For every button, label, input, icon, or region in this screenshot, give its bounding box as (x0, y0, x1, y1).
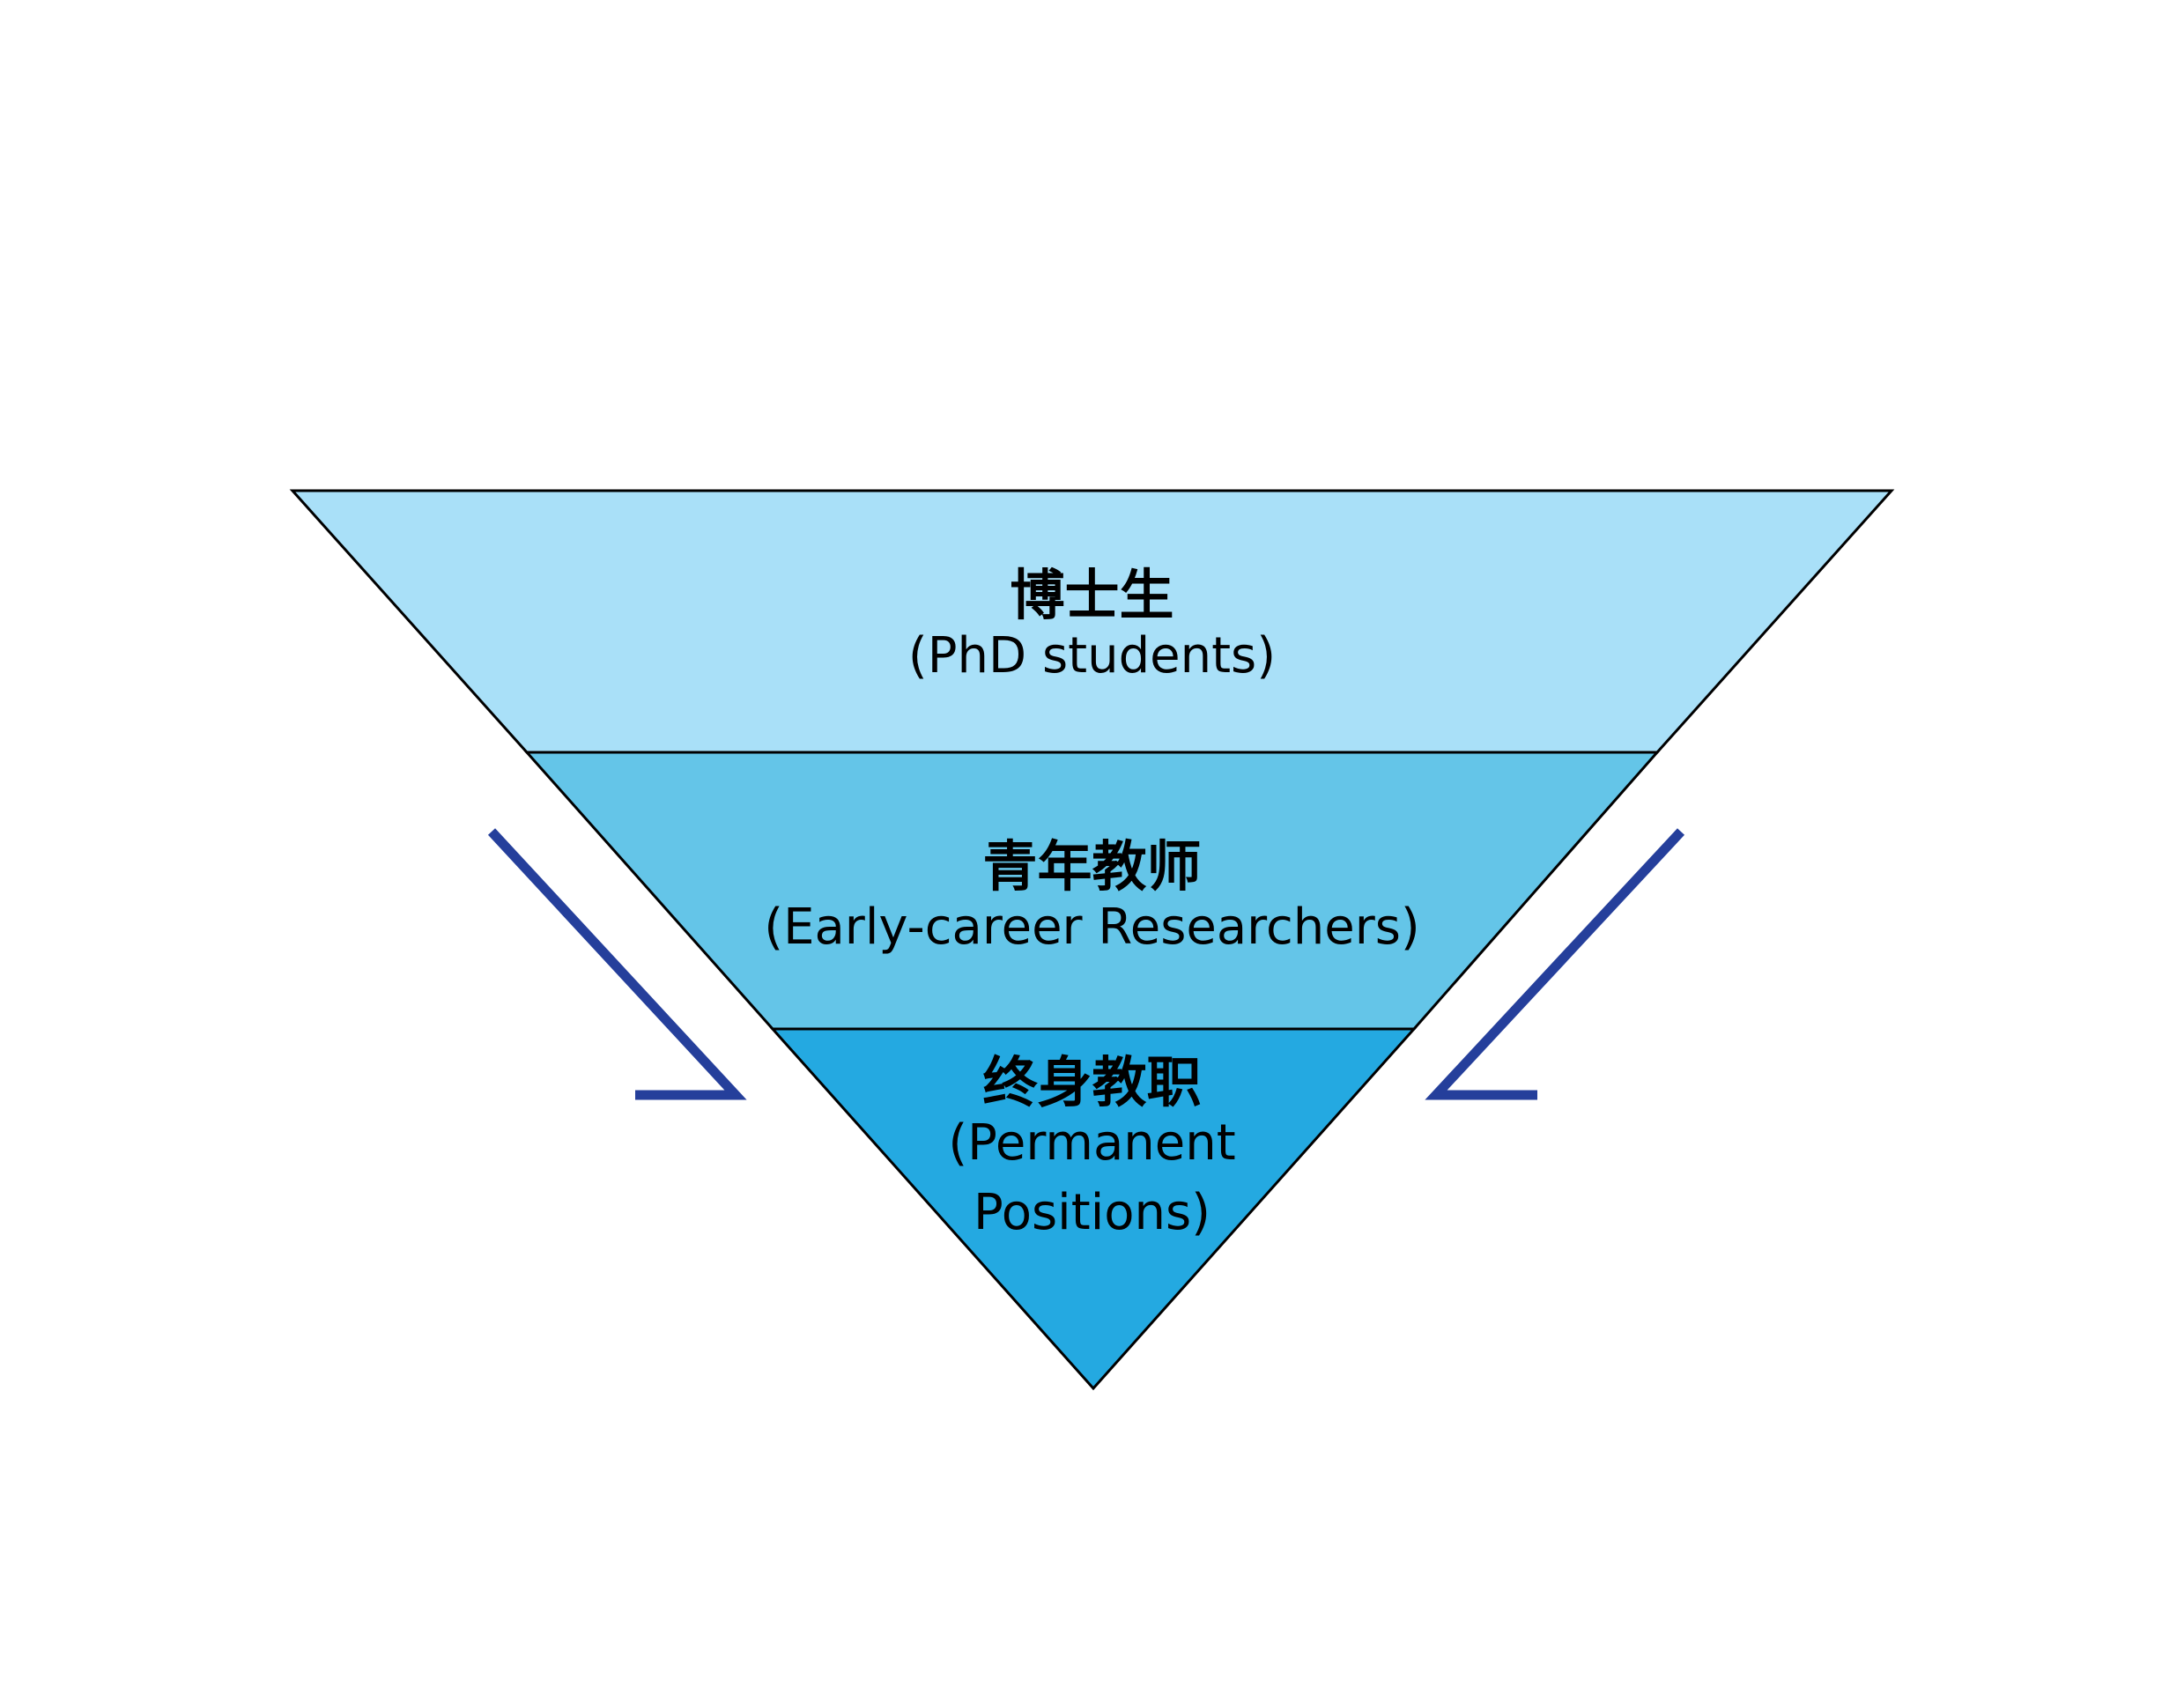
tier3-title: 终身教职 (982, 1050, 1202, 1114)
right-arrow-icon (1425, 828, 1685, 1100)
left-arrow-icon (487, 828, 747, 1100)
tier2-subtitle: (Early-career Researchers) (764, 899, 1420, 956)
tier3-subtitle-line1: (Permanent (948, 1114, 1236, 1172)
tier1-title: 博士生 (1010, 563, 1174, 627)
tier2-title: 青年教师 (982, 834, 1202, 899)
tier1-subtitle: (PhD students) (907, 627, 1277, 684)
tier3-subtitle-line2: Positions) (973, 1184, 1211, 1241)
tier-permanent (769, 1027, 1418, 1391)
